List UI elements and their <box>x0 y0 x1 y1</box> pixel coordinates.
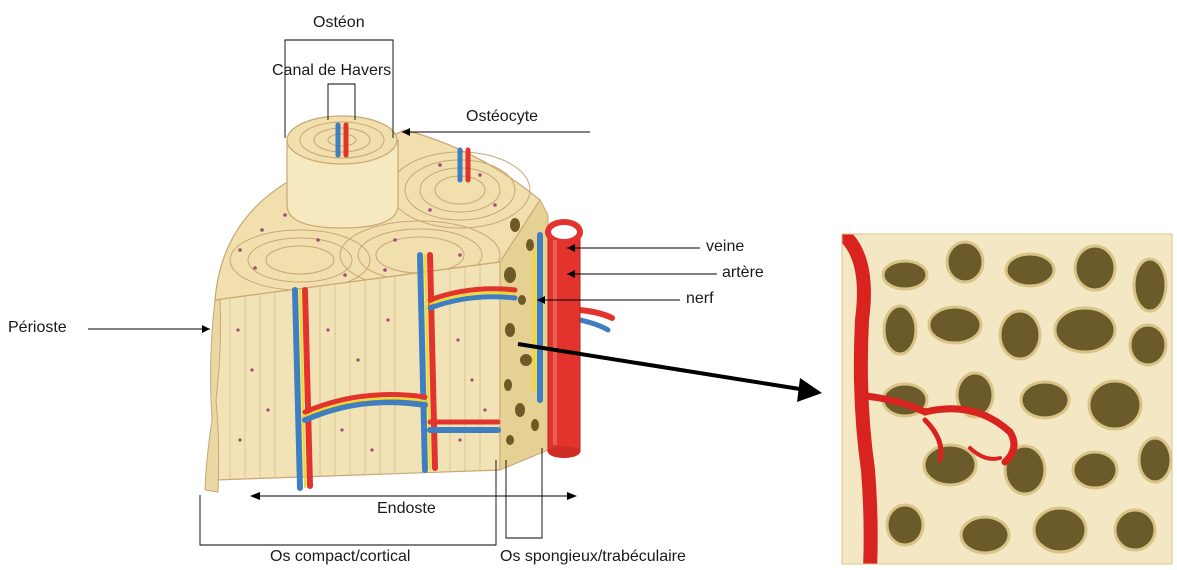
spongy-bone-inset <box>842 234 1172 570</box>
endosteum-double-arrow <box>250 492 577 500</box>
label-vein: veine <box>706 238 744 256</box>
label-spongy-bone: Os spongieux/trabéculaire <box>500 548 686 566</box>
label-nerve: nerf <box>686 290 714 308</box>
label-artery: artère <box>722 264 764 282</box>
raised-osteon-cylinder <box>287 116 398 228</box>
label-periosteum: Périoste <box>8 319 67 337</box>
label-osteocyte: Ostéocyte <box>466 108 538 126</box>
label-compact-bone: Os compact/cortical <box>270 548 410 566</box>
label-osteon: Ostéon <box>313 14 365 32</box>
label-endosteum: Endoste <box>377 500 436 518</box>
bone-section-illustration <box>205 116 612 492</box>
external-artery <box>548 222 580 458</box>
label-haversian-canal: Canal de Havers <box>272 62 391 80</box>
